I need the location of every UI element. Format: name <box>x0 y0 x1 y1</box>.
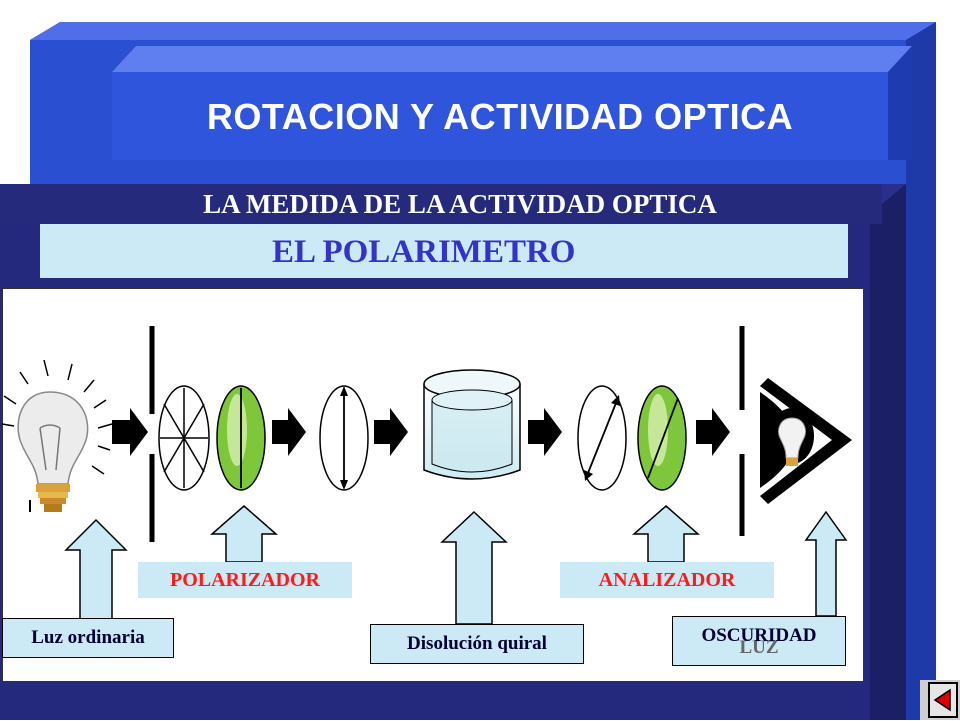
analyzer-filter <box>637 385 687 491</box>
arrow-right-icon <box>374 408 408 456</box>
callout-arrow-disolucion <box>440 510 508 625</box>
callout-arrow-polarizador <box>210 505 278 563</box>
callout-arrow-oscuridad <box>804 510 848 617</box>
label-oscuridad: OSCURIDAD <box>701 625 817 646</box>
banner-box <box>40 224 848 278</box>
arrow-right-icon <box>112 408 148 456</box>
label-oscuridad-luz: LUZ OSCURIDAD <box>672 616 846 666</box>
label-analizador: ANALIZADOR <box>560 562 774 598</box>
rotated-light-icon <box>577 385 627 491</box>
unpolarized-light-icon <box>158 385 210 491</box>
callout-arrow-analizador <box>632 505 700 563</box>
detector-eye-icon <box>760 378 852 504</box>
polarizer-filter <box>216 385 266 491</box>
slide-title: ROTACION Y ACTIVIDAD OPTICA <box>206 96 794 137</box>
sample-cell-icon <box>423 369 521 480</box>
polarized-light-icon <box>319 385 369 491</box>
light-bulb-icon <box>1 359 113 512</box>
label-luz-ordinaria: Luz ordinaria <box>2 618 174 658</box>
slide-subtitle: LA MEDIDA DE LA ACTIVIDAD OPTICA <box>203 188 717 219</box>
banner-title: EL POLARIMETRO <box>272 234 576 270</box>
arrow-right-icon <box>272 408 306 456</box>
label-polarizador: POLARIZADOR <box>138 562 352 598</box>
callout-arrow-luz-ordinaria <box>64 518 128 621</box>
back-triangle-icon <box>933 688 951 712</box>
label-luz: LUZ <box>739 637 779 658</box>
arrow-right-icon <box>696 408 730 456</box>
arrow-right-icon <box>528 408 562 456</box>
label-disolucion-quiral: Disolución quiral <box>370 624 584 664</box>
back-button[interactable] <box>928 682 958 718</box>
